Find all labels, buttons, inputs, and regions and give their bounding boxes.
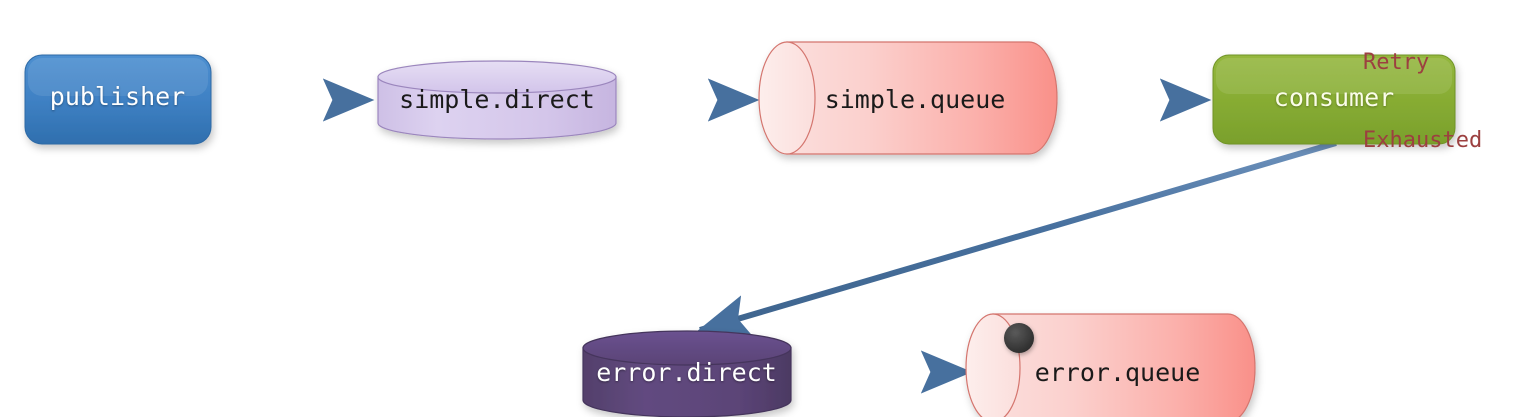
annotation-line-1: Retry (1363, 50, 1430, 75)
node-error-queue[interactable] (965, 313, 1256, 417)
annotation-line-2: Exhausted (1363, 128, 1483, 153)
node-publisher[interactable] (24, 54, 212, 145)
edge-consumer-to-error-direct (697, 140, 1337, 337)
edge-annotation-retry-exhausted: Retry Exhausted (1363, 0, 1482, 206)
queued-message-marker (1004, 323, 1034, 353)
node-simple-direct[interactable] (377, 60, 617, 140)
node-error-direct[interactable] (582, 330, 792, 417)
node-consumer[interactable] (1212, 54, 1456, 145)
node-simple-queue[interactable] (758, 41, 1058, 155)
